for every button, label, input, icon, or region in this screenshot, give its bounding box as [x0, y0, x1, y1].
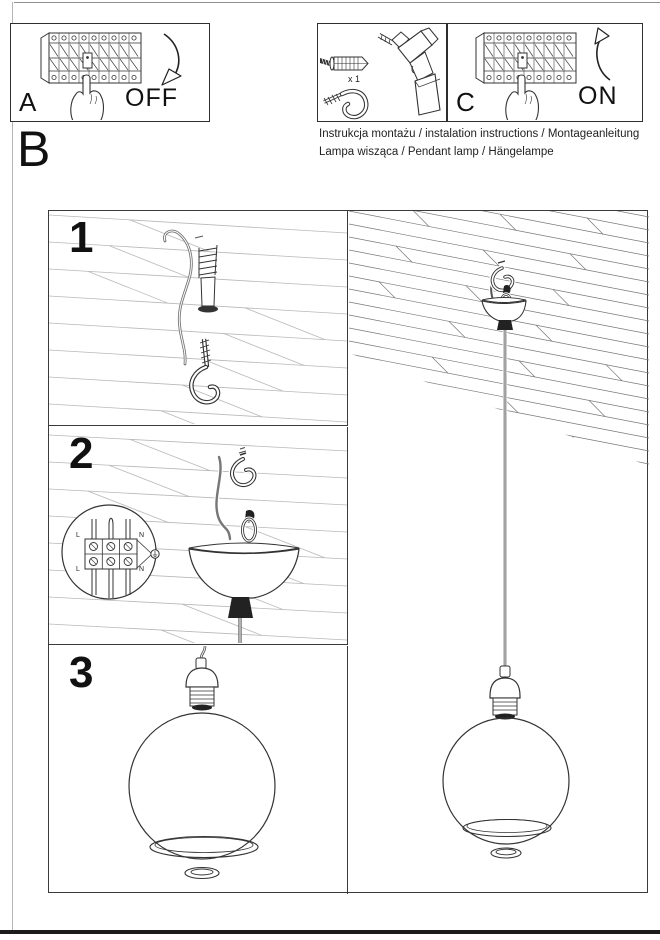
wire-label-n-bottom: N [139, 566, 145, 573]
anchor-quantity-label: x 1 [348, 74, 361, 84]
page-border-left [12, 2, 13, 931]
arrow-up-icon [594, 27, 611, 81]
hook-screw-icon [323, 89, 369, 120]
assembled-lamp-illustration [349, 211, 649, 859]
step-2-illustration [49, 434, 347, 643]
canopy [188, 542, 300, 643]
hook-screw-icon [189, 338, 221, 405]
panel-c-label: C [456, 87, 475, 117]
cord-grip-cone [228, 597, 253, 618]
ground-symbol-icon [150, 549, 160, 559]
mains-wire [214, 455, 233, 541]
installation-steps-box: 1 [48, 210, 649, 894]
step-3-illustration [128, 646, 276, 880]
ceiling-hook-icon [228, 447, 258, 489]
wire-label-l-top: L [76, 532, 80, 539]
pendant-cord [199, 646, 207, 660]
drill-icon [377, 27, 441, 116]
power-on-label: ON [578, 82, 618, 110]
step-1-panel: 1 [49, 211, 348, 426]
ceiling-hole-mark [194, 235, 204, 239]
header-line-1: Instrukcja montażu / instalation instruc… [319, 128, 640, 140]
cord-grip-cone [497, 320, 513, 330]
header-line-2: Lampa wisząca / Pendant lamp / Hängelamp… [319, 145, 554, 158]
panel-power-on: C ON [447, 23, 643, 122]
step-2-panel: 2 L N L N [49, 427, 348, 645]
lamp-socket [489, 665, 521, 720]
glass-sphere-shade [128, 712, 276, 860]
section-b-label: B [17, 121, 51, 177]
terminal-block-inset [61, 504, 160, 600]
wire-label-l-bottom: L [76, 566, 80, 573]
assembled-view-panel [349, 211, 649, 894]
retaining-ring [184, 866, 220, 880]
wire-label-n-top: N [139, 532, 145, 539]
page-border-top [14, 2, 660, 3]
panel-power-off: A OFF [10, 23, 210, 122]
page-border-bottom [0, 930, 660, 934]
ceiling-hatch [349, 211, 649, 466]
wall-anchor-icon [198, 244, 218, 313]
step-3-panel: 3 [49, 646, 348, 894]
step-1-illustration [49, 214, 347, 424]
breaker-on-illustration [475, 27, 611, 120]
suspension-loop [240, 509, 258, 544]
power-off-label: OFF [125, 84, 178, 112]
arrow-down-icon [161, 33, 182, 86]
wall-plug-icon [320, 56, 369, 71]
step-1-number: 1 [69, 213, 94, 262]
circuit-breaker-icon [475, 32, 577, 84]
mains-wire [163, 229, 193, 366]
step-3-number: 3 [69, 648, 94, 697]
retaining-ring [490, 847, 522, 859]
glass-sphere-shade [442, 717, 570, 845]
tools-illustration [320, 27, 441, 120]
lamp-socket [185, 657, 219, 711]
panel-tools: x 1 [317, 23, 447, 122]
panel-a-label: A [19, 87, 37, 117]
canopy [481, 297, 527, 330]
step-2-number: 2 [69, 429, 94, 478]
breaker-off-illustration [40, 32, 182, 120]
header-text: Instrukcja montażu / instalation instruc… [319, 126, 649, 161]
circuit-breaker-icon [40, 32, 142, 84]
ceiling-hatch [49, 214, 347, 424]
